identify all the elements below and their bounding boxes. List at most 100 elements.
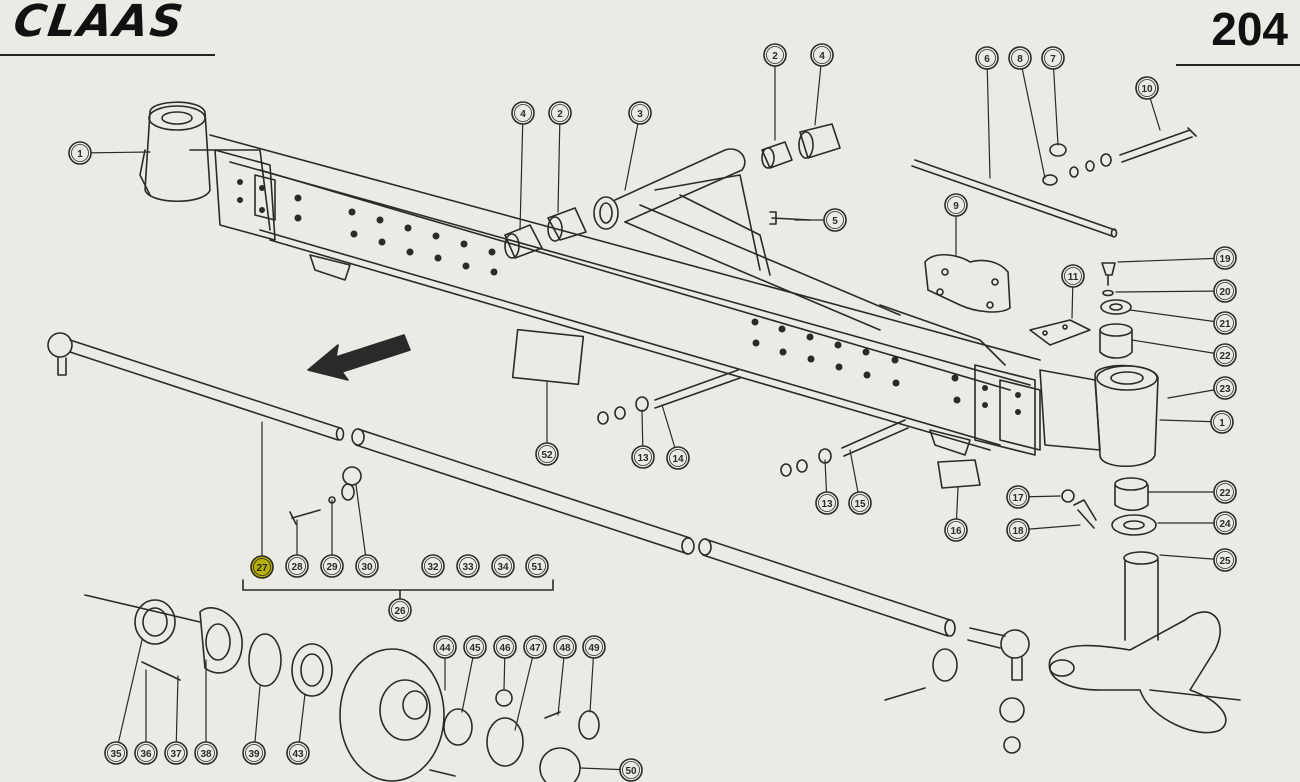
callout-number: 8	[1017, 54, 1023, 65]
callout-26: 26	[388, 598, 412, 622]
callout-20: 20	[1213, 279, 1237, 303]
callout-number: 19	[1219, 254, 1231, 265]
callout-46: 46	[493, 635, 517, 659]
label-plate-52	[511, 328, 585, 386]
callout-inner-ring	[137, 744, 155, 762]
callout-inner-ring	[424, 557, 442, 575]
callout-circle	[1210, 410, 1234, 434]
callout-inner-ring	[556, 638, 574, 656]
callout-2: 2	[548, 101, 572, 125]
clamp-parts	[289, 466, 362, 525]
callout-number: 52	[541, 450, 553, 461]
callout-inner-ring	[622, 761, 640, 779]
callout-39: 39	[242, 741, 266, 765]
kingpin-parts	[937, 262, 1241, 734]
callout-circle	[388, 598, 412, 622]
callout-inner-ring	[526, 638, 544, 656]
callout-number: 28	[291, 562, 303, 573]
callout-number: 25	[1219, 556, 1231, 567]
callout-4: 4	[810, 43, 834, 67]
callout-inner-ring	[1009, 488, 1027, 506]
callout-52: 52	[535, 442, 559, 466]
callout-circle	[242, 741, 266, 765]
callout-number: 35	[110, 749, 122, 760]
callout-1: 1	[68, 141, 92, 165]
callout-circle	[1213, 279, 1237, 303]
callout-9: 9	[944, 193, 968, 217]
callout-number: 49	[588, 643, 600, 654]
callout-circle	[1213, 511, 1237, 535]
callout-inner-ring	[631, 104, 649, 122]
callout-inner-ring	[323, 557, 341, 575]
callout-number: 24	[1219, 519, 1231, 530]
callout-28: 28	[285, 554, 309, 578]
callout-inner-ring	[813, 46, 831, 64]
callout-11: 11	[1061, 264, 1085, 288]
callout-circle	[553, 635, 577, 659]
callout-inner-ring	[391, 601, 409, 619]
callout-10: 10	[1135, 76, 1159, 100]
callout-circle	[1213, 246, 1237, 270]
callout-51: 51	[525, 554, 549, 578]
callout-number: 26	[394, 606, 406, 617]
callout-inner-ring	[459, 557, 477, 575]
callout-inner-ring	[1009, 521, 1027, 539]
callout-number: 22	[1219, 351, 1231, 362]
callout-37: 37	[164, 741, 188, 765]
callout-circle	[433, 635, 457, 659]
callout-16: 16	[944, 518, 968, 542]
callout-number: 44	[439, 643, 451, 654]
callout-inner-ring	[1216, 314, 1234, 332]
callout-number: 46	[499, 643, 511, 654]
leader-line-19	[1117, 257, 1226, 263]
callout-circle	[535, 442, 559, 466]
callout-inner-ring	[978, 49, 996, 67]
callout-circle	[194, 741, 218, 765]
callout-number: 3	[637, 109, 643, 120]
callout-inner-ring	[947, 521, 965, 539]
callout-number: 50	[625, 766, 637, 777]
leader-line-2	[557, 112, 561, 213]
callout-inner-ring	[851, 494, 869, 512]
leader-line-20	[1115, 290, 1226, 293]
tie-rod	[47, 332, 1030, 681]
leader-line-21	[1129, 309, 1226, 324]
callout-19: 19	[1213, 246, 1237, 270]
callout-7: 7	[1041, 46, 1065, 70]
callout-circle	[848, 491, 872, 515]
callout-inner-ring	[1064, 267, 1082, 285]
callout-43: 43	[286, 741, 310, 765]
callout-inner-ring	[253, 558, 271, 576]
callout-circle	[944, 518, 968, 542]
callout-44: 44	[433, 635, 457, 659]
top-right-parts	[879, 127, 1197, 366]
callout-circle	[456, 554, 480, 578]
callout-number: 13	[821, 499, 833, 510]
leader-line-22	[1131, 339, 1226, 356]
callout-circle	[421, 554, 445, 578]
callout-number: 21	[1219, 319, 1231, 330]
callout-circle	[1008, 46, 1032, 70]
callout-inner-ring	[634, 448, 652, 466]
leader-line-30	[355, 484, 368, 567]
callout-number: 33	[462, 562, 474, 573]
callout-13: 13	[815, 491, 839, 515]
callout-circle	[810, 43, 834, 67]
callout-number: 23	[1219, 384, 1231, 395]
callout-inner-ring	[538, 445, 556, 463]
callout-inner-ring	[551, 104, 569, 122]
callout-3: 3	[628, 101, 652, 125]
callout-inner-ring	[466, 638, 484, 656]
callout-29: 29	[320, 554, 344, 578]
axle-beam	[139, 101, 1159, 467]
callout-1: 1	[1210, 410, 1234, 434]
callout-inner-ring	[1216, 551, 1234, 569]
callout-circle	[975, 46, 999, 70]
callout-circle	[944, 193, 968, 217]
hub-parts	[84, 594, 1025, 782]
callout-2: 2	[763, 43, 787, 67]
callout-number: 1	[1219, 418, 1225, 429]
callout-number: 17	[1012, 493, 1024, 504]
callout-number: 2	[772, 51, 778, 62]
